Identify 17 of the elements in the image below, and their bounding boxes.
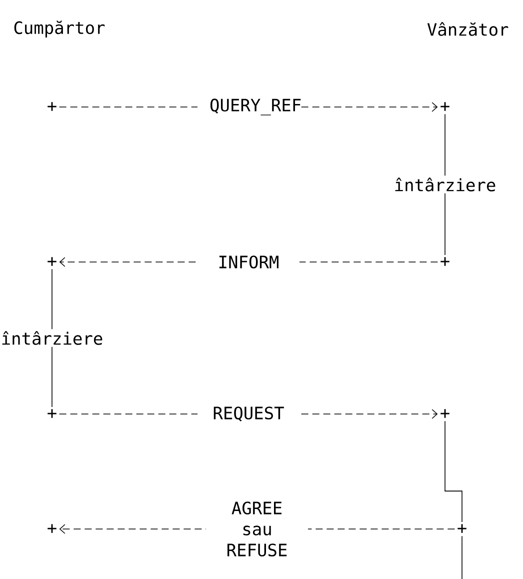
plus-marker: +: [440, 409, 450, 418]
edge-label: AGREE sau REFUSE: [206, 498, 308, 560]
edge-label: QUERY_REF: [198, 96, 301, 118]
edge-label: INFORM: [198, 252, 300, 272]
edge-label: întârziere: [0, 329, 106, 347]
plus-marker: +: [458, 524, 466, 533]
plus-marker: +: [48, 257, 56, 266]
edge-label: întârziere: [392, 176, 498, 194]
edge-label: REQUEST: [198, 404, 300, 424]
plus-marker: +: [48, 409, 56, 418]
header-label: Vânzător: [427, 22, 508, 36]
plus-marker: +: [48, 102, 56, 111]
plus-marker: +: [440, 257, 450, 266]
plus-marker: +: [48, 524, 56, 533]
line: [444, 420, 462, 522]
header-label: Cumpărtor: [14, 20, 105, 38]
plus-marker: +: [440, 102, 450, 111]
